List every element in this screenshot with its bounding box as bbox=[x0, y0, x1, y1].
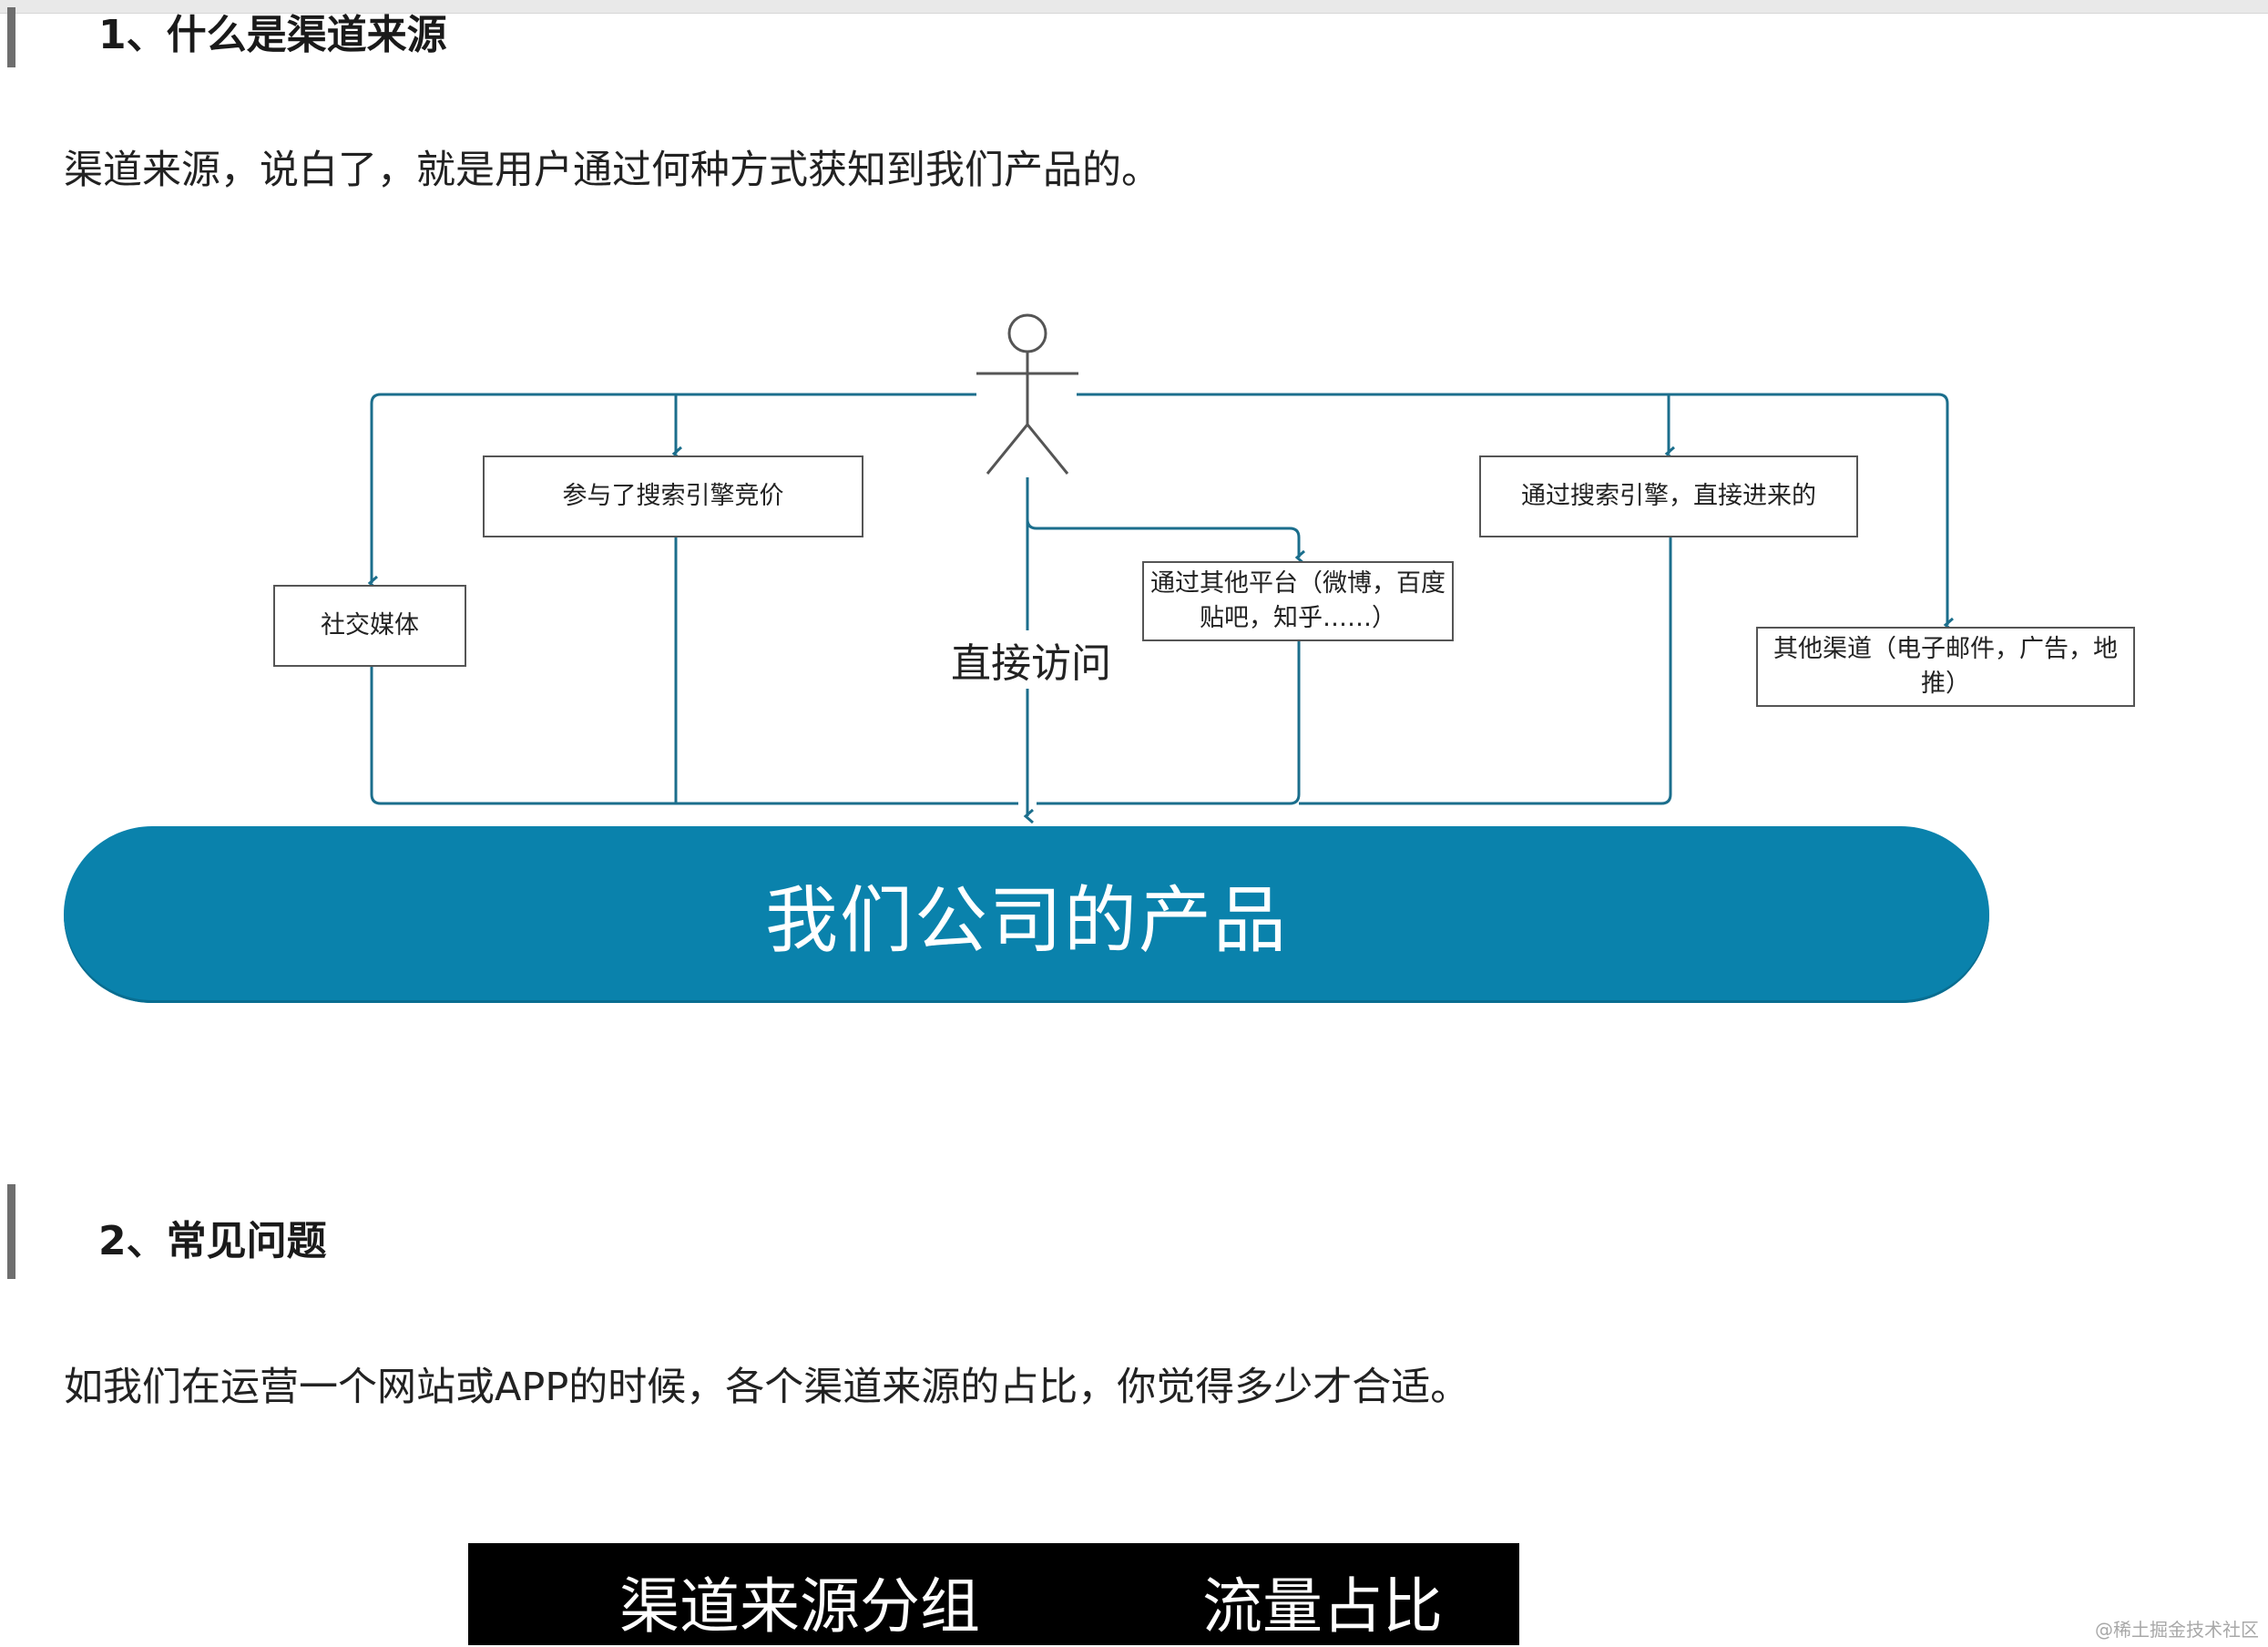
section-2-accent-bar bbox=[7, 1184, 15, 1279]
box-search-bid: 参与了搜索引擎竞价 bbox=[483, 455, 863, 537]
connector-to-social bbox=[372, 393, 976, 583]
box-search-direct: 通过搜索引擎，直接进来的 bbox=[1479, 455, 1858, 537]
table-header-row: 渠道来源分组 流量占比 bbox=[468, 1543, 1519, 1645]
section-1-accent-bar bbox=[7, 7, 15, 67]
connector-from-social bbox=[370, 667, 1018, 805]
direct-visit-label: 直接访问 bbox=[947, 630, 1115, 689]
section-1-heading: 1、什么是渠道来源 bbox=[98, 12, 447, 58]
product-pill: 我们公司的产品 bbox=[64, 826, 1989, 1003]
connector-from-search-direct bbox=[1299, 537, 1672, 805]
connector-to-other-channel bbox=[1077, 393, 1947, 625]
section-2-heading: 2、常见问题 bbox=[98, 1218, 327, 1264]
connector-to-other-platform bbox=[1026, 477, 1299, 558]
table-header-channel-group: 渠道来源分组 bbox=[619, 1571, 980, 1642]
table-header-traffic-share: 流量占比 bbox=[1202, 1571, 1443, 1642]
box-other-platform: 通过其他平台（微博，百度贴吧，知乎……） bbox=[1142, 561, 1454, 641]
box-social-media: 社交媒体 bbox=[273, 585, 466, 667]
channel-source-diagram bbox=[0, 313, 2268, 1020]
section-1-paragraph: 渠道来源，说白了，就是用户通过何种方式获知到我们产品的。 bbox=[64, 148, 1160, 193]
section-2-paragraph: 如我们在运营一个网站或APP的时候，各个渠道来源的占比，你觉得多少才合适。 bbox=[64, 1365, 1470, 1410]
box-other-channel: 其他渠道（电子邮件，广告，地推） bbox=[1756, 627, 2135, 707]
product-label: 我们公司的产品 bbox=[765, 878, 1288, 963]
connector-from-other-platform bbox=[1037, 641, 1301, 805]
window-top-edge bbox=[0, 0, 2268, 14]
user-figure-icon bbox=[976, 313, 1078, 475]
watermark: @稀土掘金技术社区 bbox=[2095, 1619, 2259, 1641]
